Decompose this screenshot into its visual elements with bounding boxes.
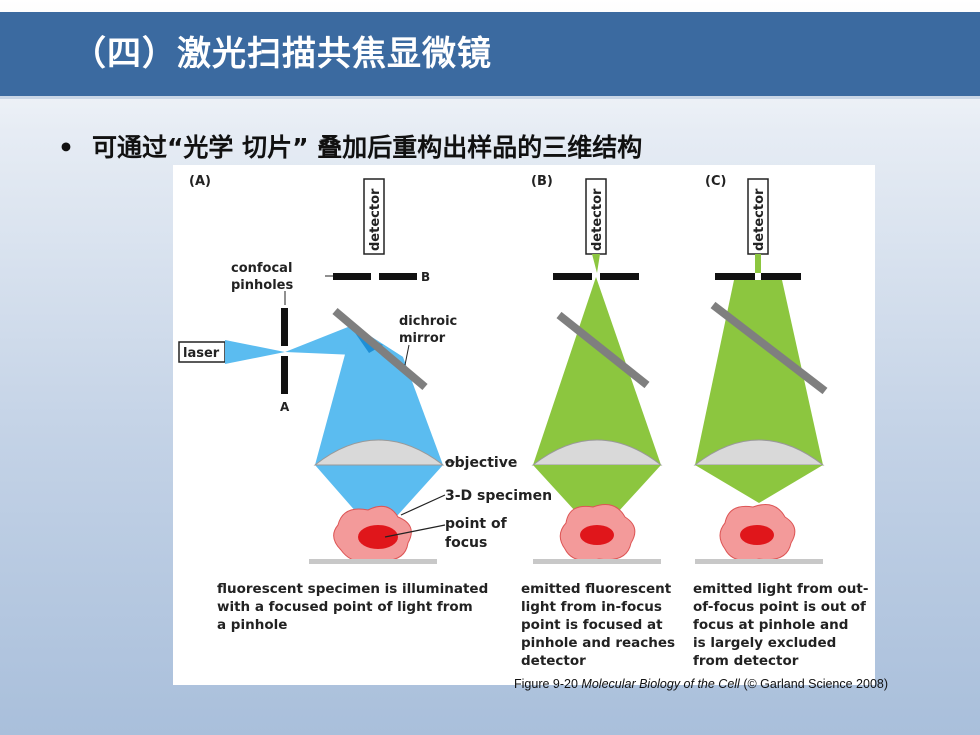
caption-b-line: light from in-focus [521,599,662,615]
green-cone-c [695,280,823,465]
green-detector-beam-b [592,254,600,273]
confocal-figure: detector B confocal pinholes A laser dic… [173,165,875,685]
focus-pointer [384,524,446,538]
caption-c-line: of-focus point is out of [693,599,866,615]
caption-a-line: a pinhole [217,617,287,633]
figure-credit: Figure 9-20 Molecular Biology of the Cel… [514,677,888,691]
point-of-label: point of [445,516,508,532]
confocal-label: confocal [231,261,292,276]
specimen-label: 3-D specimen [445,488,552,504]
publisher: (© Garland Science 2008) [743,677,889,691]
caption-a: fluorescent specimen is illuminated with… [217,581,488,633]
title-bar: （四）激光扫描共焦显微镜 [0,12,980,99]
pinhole-c-right [761,273,801,280]
green-focus-cone-c [695,465,823,503]
slide-base-b [533,559,661,564]
pinhole-a-top [281,308,288,346]
panel-label-b: (B) [531,174,553,189]
focus-spot-a [358,525,398,549]
blue-cone [315,325,443,465]
detector-label-b: detector [590,188,605,251]
focus-spot-c [740,525,774,545]
bullet-dot: • [58,133,74,162]
caption-b-line: point is focused at [521,617,663,633]
caption-c-line: from detector [693,653,799,669]
pinholes-label: pinholes [231,278,293,293]
caption-c-line: focus at pinhole and [693,617,848,633]
mirror-pointer [404,344,410,366]
pinhole-b-right [379,273,417,280]
dichroic-label: dichroic [399,314,457,329]
pinhole-a-bottom [281,356,288,394]
laser-beam-in [225,340,285,364]
mirror-label: mirror [399,331,446,346]
focus-label: focus [445,535,487,551]
dichroic-mirror-a [332,307,428,391]
panel-label-a: (A) [189,174,211,189]
detector-label-a: detector [368,188,383,251]
pinhole-b-label: B [421,270,430,284]
objective-lens-a [313,439,445,466]
green-focus-cone-b [533,465,661,535]
focus-spot-b [580,525,614,545]
caption-c-line: is largely excluded [693,635,836,651]
caption-c: emitted light from out- of-focus point i… [693,581,868,669]
caption-b: emitted fluorescent light from in-focus … [521,581,675,669]
book-title: Molecular Biology of the Cell [581,677,740,691]
caption-a-line: fluorescent specimen is illuminated [217,581,488,597]
green-detector-beam-c [755,254,761,273]
blue-focus-cone [315,465,443,537]
slide-title: （四）激光扫描共焦显微镜 [72,34,492,74]
caption-b-line: detector [521,653,586,669]
bullet-item: • 可通过“光学 切片” 叠加后重构出样品的三维结构 [58,128,642,164]
bullet-text: 可通过“光学 切片” 叠加后重构出样品的三维结构 [92,133,643,162]
pinhole-b2-right [600,273,639,280]
slide-base-c [695,559,823,564]
pinhole-b-left [333,273,371,280]
dichroic-mirror-b [556,311,650,389]
caption-b-line: pinhole and reaches [521,635,675,651]
panel-label-c: (C) [705,174,726,189]
specimen-pointer [400,494,446,516]
objective-lens-c [693,439,825,466]
caption-b-line: emitted fluorescent [521,581,672,597]
confocal-diagram: detector B confocal pinholes A laser dic… [178,174,868,669]
slide-base-a [309,559,437,564]
green-cone-b [533,277,661,465]
objective-lens-b [531,439,663,466]
pinhole-a-label: A [280,400,290,414]
caption-a-line: with a focused point of light from [217,599,473,615]
objective-label: objective [445,455,517,471]
dichroic-mirror-c [710,301,828,395]
caption-c-line: emitted light from out- [693,581,868,597]
detector-label-c: detector [752,188,767,251]
pinhole-c-left [715,273,755,280]
laser-label: laser [183,346,220,361]
detector-box-a [363,178,385,255]
figure-number: Figure 9-20 [514,677,578,691]
pinhole-b2-left [553,273,592,280]
